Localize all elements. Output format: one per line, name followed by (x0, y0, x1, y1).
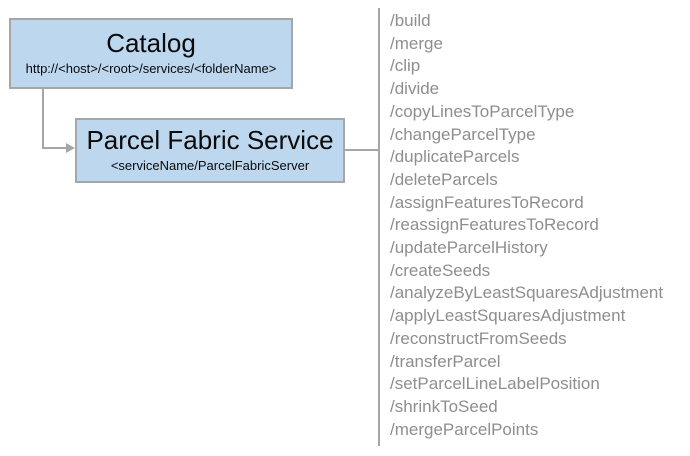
endpoint-item: /divide (390, 79, 440, 99)
service-to-endpoints-connector (345, 149, 378, 151)
endpoint-item: /deleteParcels (390, 169, 498, 189)
catalog-to-service-connector-vertical (42, 89, 44, 149)
service-title: Parcel Fabric Service (86, 125, 334, 156)
arrowhead-icon (66, 143, 75, 153)
endpoint-item: /build (390, 11, 431, 30)
catalog-to-service-connector-horizontal (42, 147, 67, 149)
endpoint-item: /applyLeastSquaresAdjustment (390, 306, 626, 326)
endpoint-list: /build/merge/clip/divide/copyLinesToParc… (390, 10, 663, 441)
endpoint-item: /shrinkToSeed (390, 396, 498, 416)
catalog-title: Catalog (106, 28, 196, 59)
parcel-fabric-service-box: Parcel Fabric Service <serviceName/Parce… (75, 118, 345, 183)
endpoint-item: /updateParcelHistory (390, 238, 548, 258)
endpoint-item: /analyzeByLeastSquaresAdjustment (390, 283, 664, 303)
endpoint-item: /changeParcelType (390, 124, 536, 144)
endpoint-item: /assignFeaturesToRecord (390, 192, 584, 212)
endpoint-item: /setParcelLineLabelPosition (390, 374, 600, 394)
endpoint-item: /clip (390, 56, 421, 76)
endpoint-item: /duplicateParcels (390, 147, 520, 167)
endpoint-item: /merge (390, 33, 443, 53)
endpoint-item: /transferParcel (390, 351, 501, 371)
endpoint-item: /createSeeds (390, 260, 491, 280)
catalog-url-pattern: http://<host>/<root>/services/<folderNam… (25, 61, 277, 77)
catalog-box: Catalog http://<host>/<root>/services/<f… (9, 18, 293, 89)
endpoint-item: /reassignFeaturesToRecord (390, 215, 599, 235)
endpoint-item: /copyLinesToParcelType (390, 101, 575, 121)
endpoint-item: /reconstructFromSeeds (390, 328, 567, 348)
service-url-pattern: <serviceName/ParcelFabricServer (110, 158, 310, 174)
endpoint-list-divider (378, 8, 380, 446)
endpoint-item: /mergeParcelPoints (390, 419, 539, 439)
